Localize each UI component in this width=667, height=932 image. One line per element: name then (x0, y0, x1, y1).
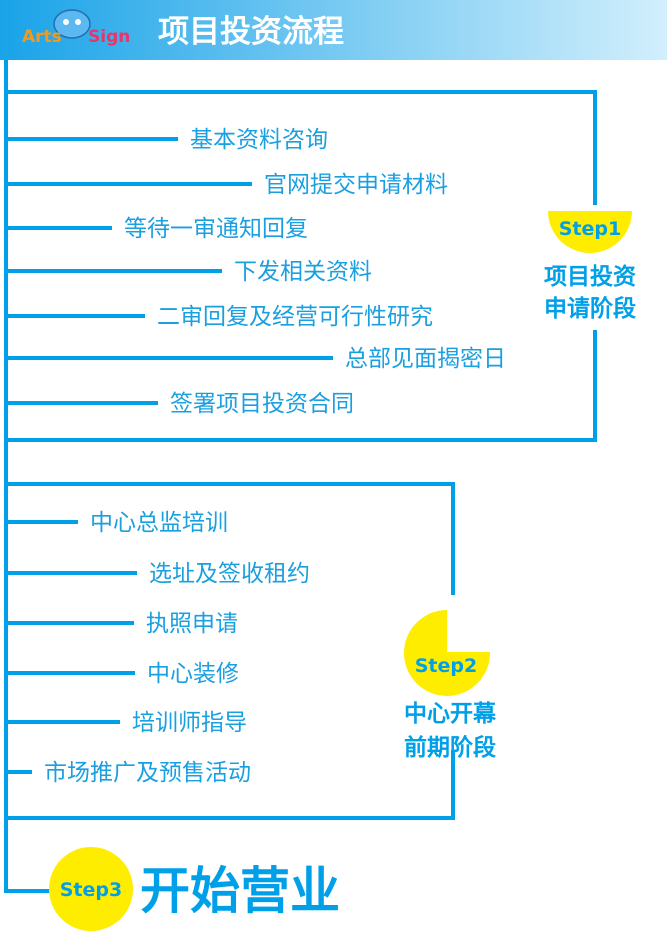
stage2-title-line1: 中心开幕 (404, 701, 497, 727)
step2-badge (404, 610, 491, 696)
stage3-group: Step3 开始营业 (49, 847, 340, 931)
flow-step-item: 总部见面揭密日 (345, 346, 506, 372)
flow-step-item: 下发相关资料 (234, 259, 372, 285)
flow-step-item: 基本资料咨询 (190, 127, 328, 153)
main-spine-line (4, 60, 52, 893)
stage1-title-line1: 项目投资 (544, 264, 636, 290)
stage1-title-line2: 申请阶段 (544, 295, 636, 322)
flow-step-item: 二审回复及经营可行性研究 (157, 304, 433, 330)
flow-step-item: 选址及签收租约 (149, 561, 310, 587)
page-title: 项目投资流程 (158, 14, 344, 50)
flow-step-item: 中心装修 (147, 661, 239, 687)
flow-step-item: 培训师指导 (132, 710, 247, 736)
stage1-group: 基本资料咨询官网提交申请材料等待一审通知回复下发相关资料二审回复及经营可行性研究… (6, 90, 636, 442)
step2-label: Step2 (415, 655, 477, 677)
header: Arts Sign 项目投资流程 (0, 0, 667, 60)
flow-step-item: 执照申请 (146, 611, 238, 637)
svg-text:Arts: Arts (22, 27, 62, 47)
step3-badge (49, 847, 133, 931)
step3-label: Step3 (60, 879, 122, 901)
step1-badge (548, 211, 632, 253)
stage3-title: 开始营业 (140, 862, 340, 920)
flow-step-item: 官网提交申请材料 (264, 172, 448, 198)
step1-label: Step1 (559, 218, 621, 240)
svg-text:Sign: Sign (88, 27, 130, 47)
arts-sign-logo: Arts Sign (22, 9, 130, 47)
stage2-title-line2: 前期阶段 (404, 734, 496, 761)
flow-step-item: 等待一审通知回复 (124, 216, 308, 242)
flow-step-item: 中心总监培训 (90, 510, 228, 536)
flow-step-item: 签署项目投资合同 (170, 391, 354, 417)
flow-step-item: 市场推广及预售活动 (44, 760, 251, 786)
